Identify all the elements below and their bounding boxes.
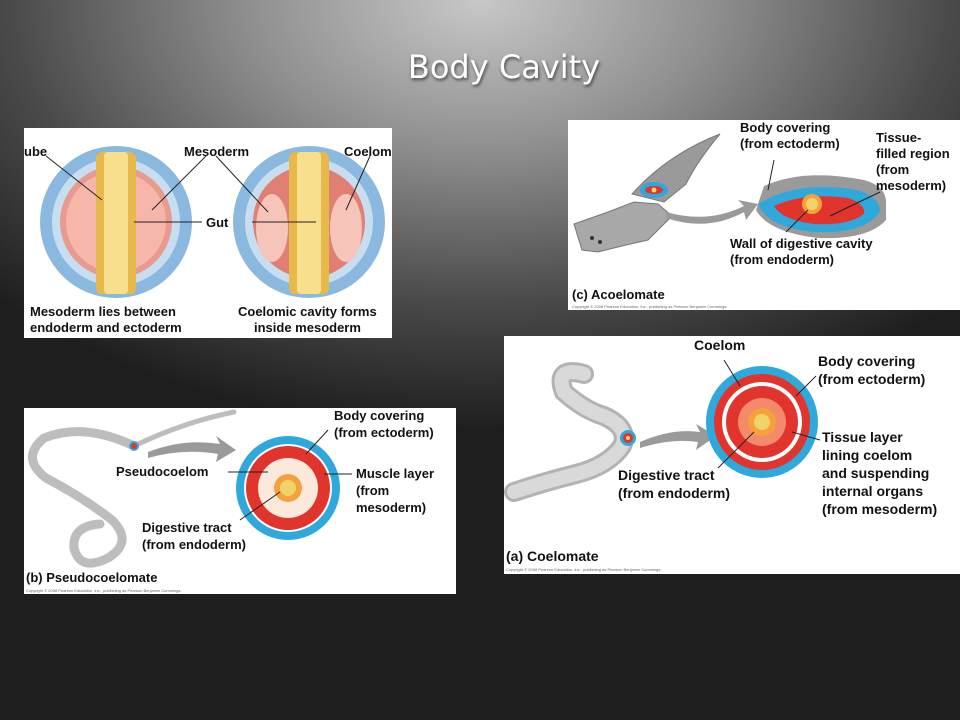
- earthworm-illustration: [504, 362, 636, 502]
- tube-label: ube: [24, 144, 47, 159]
- coel-tissue-label-1: Tissue layer: [822, 429, 903, 445]
- coel-body-covering-label-1: Body covering: [818, 353, 915, 369]
- pseudocoelomate-panel: Body covering (from ectoderm) Pseudocoel…: [24, 408, 456, 594]
- acoelomate-arrow: [666, 200, 758, 224]
- pseudo-body-covering-label-2: (from ectoderm): [334, 425, 434, 440]
- coelom-label: Coelom: [694, 337, 745, 353]
- coelom-development-panel: ube Mesoderm Coelom Gut Mesoderm lies be…: [24, 128, 392, 338]
- coel-digestive-label-1: Digestive tract: [618, 467, 715, 483]
- acoel-tissue-label-1: Tissue-: [876, 130, 921, 145]
- coel-body-covering-label-2: (from ectoderm): [818, 371, 925, 387]
- pseudo-muscle-label-2: (from: [356, 483, 389, 498]
- left-embryo-cross-section: [40, 146, 192, 298]
- coelomate-copyright: Copyright © 2008 Pearson Education, Inc.…: [506, 567, 661, 572]
- coel-tissue-label-4: internal organs: [822, 483, 923, 499]
- coelomate-arrow: [640, 424, 716, 450]
- coelomate-diagram: Coelom Body covering (from ectoderm) Tis…: [504, 337, 937, 572]
- acoelomate-panel: Body covering (from ectoderm) Tissue- fi…: [568, 120, 960, 310]
- roundworm-illustration: [28, 427, 139, 568]
- acoel-tissue-label-3: (from: [876, 162, 909, 177]
- coelomate-panel: Coelom Body covering (from ectoderm) Tis…: [504, 336, 960, 574]
- coel-digestive-label-2: (from endoderm): [618, 485, 730, 501]
- acoel-tissue-label-2: filled region: [876, 146, 950, 161]
- coelomate-caption: (a) Coelomate: [506, 548, 599, 564]
- coelom-development-diagram: ube Mesoderm Coelom Gut Mesoderm lies be…: [24, 144, 392, 335]
- acoelomate-diagram: Body covering (from ectoderm) Tissue- fi…: [572, 120, 950, 309]
- acoel-wall-label-1: Wall of digestive cavity: [730, 236, 873, 251]
- coelomate-cross-section: [706, 366, 818, 478]
- acoel-tissue-label-4: mesoderm): [876, 178, 946, 193]
- pseudo-digestive-label-1: Digestive tract: [142, 520, 232, 535]
- pseudo-muscle-label-1: Muscle layer: [356, 466, 434, 481]
- pseudocoelomate-arrow: [148, 436, 236, 462]
- pseudocoelomate-diagram: Body covering (from ectoderm) Pseudocoel…: [26, 408, 434, 593]
- mesoderm-label: Mesoderm: [184, 144, 249, 159]
- acoel-body-covering-label-1: Body covering: [740, 120, 830, 135]
- coel-tissue-label-5: (from mesoderm): [822, 501, 937, 517]
- pseudocoelomate-cross-section: [236, 436, 340, 540]
- flatworm-illustration: [573, 133, 721, 253]
- coelom-label: Coelom: [344, 144, 392, 159]
- gut-label: Gut: [206, 215, 229, 230]
- pseudo-muscle-label-3: mesoderm): [356, 500, 426, 515]
- caption-right-1: Coelomic cavity forms: [238, 304, 377, 319]
- caption-left-1: Mesoderm lies between: [30, 304, 176, 319]
- slide-title: Body Cavity: [407, 48, 601, 86]
- pseudocoelom-label: Pseudocoelom: [116, 464, 208, 479]
- caption-left-2: endoderm and ectoderm: [30, 320, 182, 335]
- acoelomate-caption: (c) Acoelomate: [572, 287, 665, 302]
- pseudocoelomate-copyright: Copyright © 2008 Pearson Education, Inc.…: [26, 588, 181, 593]
- acoel-wall-label-2: (from endoderm): [730, 252, 834, 267]
- acoel-body-covering-label-2: (from ectoderm): [740, 136, 840, 151]
- coel-tissue-label-2: lining coelom: [822, 447, 912, 463]
- acoelomate-cross-section: [756, 175, 886, 239]
- pseudocoelomate-caption: (b) Pseudocoelomate: [26, 570, 157, 585]
- coel-tissue-label-3: and suspending: [822, 465, 929, 481]
- acoelomate-copyright: Copyright © 2008 Pearson Education, Inc.…: [572, 304, 727, 309]
- caption-right-2: inside mesoderm: [254, 320, 361, 335]
- pseudo-digestive-label-2: (from endoderm): [142, 537, 246, 552]
- pseudo-body-covering-label-1: Body covering: [334, 408, 424, 423]
